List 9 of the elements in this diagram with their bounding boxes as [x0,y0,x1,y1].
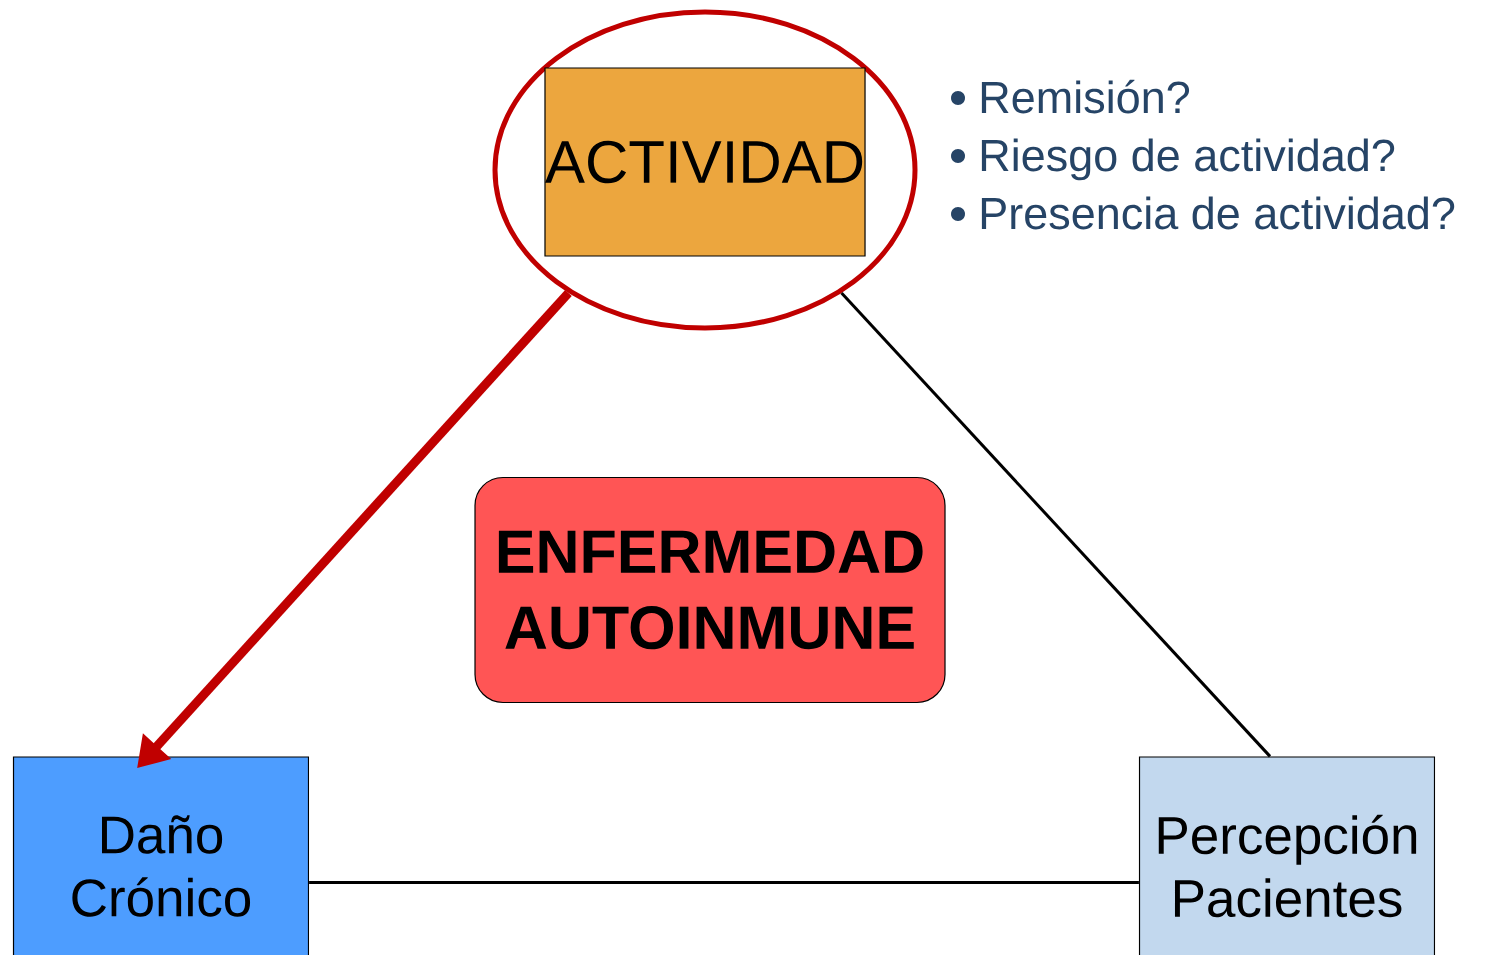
bullet-text: Presencia de actividad? [981,196,1455,230]
bullet-text: Remisión? [981,79,1190,114]
rounded-box: ENFERMEDAD AUTOINMUNE [474,476,946,704]
process-box: Percepción Pacientes [1138,756,1436,955]
highlight-ellipse [492,9,918,331]
bullet-text: Riesgo de actividad? [981,138,1395,181]
connector-line [309,880,1139,884]
connector-line [840,291,1272,758]
process-box: Daño Crónico [12,756,310,955]
